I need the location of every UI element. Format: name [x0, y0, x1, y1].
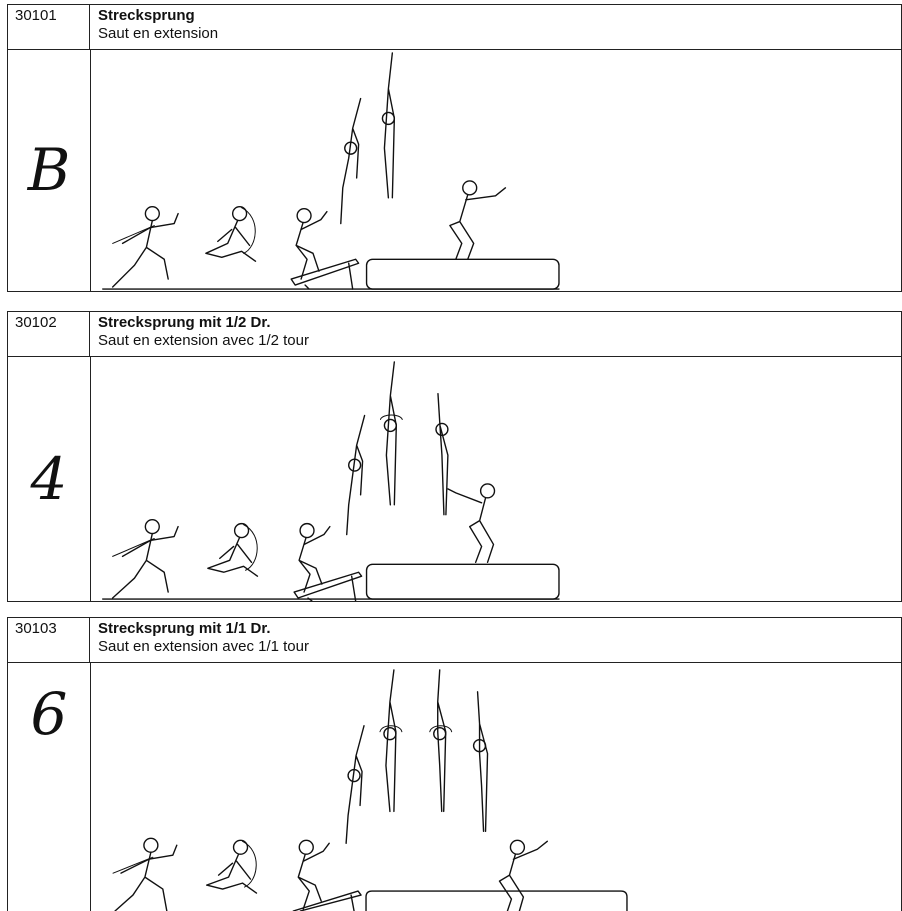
title-french: Saut en extension avec 1/1 tour: [98, 638, 309, 655]
title-german: Strecksprung mit 1/1 Dr.: [98, 620, 271, 637]
springboard: [290, 258, 360, 290]
vault-table: [365, 258, 560, 290]
exercise-titles: Strecksprung mit 1/2 Dr. Saut en extensi…: [98, 314, 309, 350]
handwritten-score: 6: [30, 680, 68, 748]
landing-figure: [498, 839, 548, 911]
exercise-illustration: [90, 356, 901, 601]
vault-sequence-drawing: [102, 52, 560, 290]
exercise-titles: Strecksprung mit 1/1 Dr. Saut en extensi…: [98, 620, 309, 656]
handwritten-score-cell: 6: [8, 662, 91, 911]
board-figure: [298, 522, 331, 593]
exercise-titles: Strecksprung Saut en extension: [98, 7, 218, 43]
exercise-code: 30102: [8, 312, 90, 356]
runner-figure: [111, 518, 179, 599]
exercise-code: 30103: [8, 618, 90, 662]
board-figure: [295, 207, 328, 280]
exercise-illustration: [90, 49, 901, 291]
tuck-figure: [205, 206, 257, 262]
flight-figure-2: [381, 52, 396, 199]
vault-table: [365, 890, 628, 911]
vault-sequence-drawing: [112, 669, 628, 911]
runner-figure: [112, 837, 178, 911]
springboard: [292, 890, 362, 911]
exercise-code: 30101: [8, 5, 90, 49]
board-figure: [297, 839, 330, 910]
handwritten-score-cell: 4: [8, 356, 91, 601]
handwritten-score: 4: [30, 444, 68, 513]
flight-figure-1: [345, 725, 365, 844]
card-header: 30103 Strecksprung mit 1/1 Dr. Saut en e…: [8, 618, 901, 663]
flight-figure-1: [346, 414, 366, 536]
exercise-card-30103: 30103 Strecksprung mit 1/1 Dr. Saut en e…: [7, 617, 902, 911]
title-french: Saut en extension avec 1/2 tour: [98, 332, 309, 349]
flight-figure-2: [379, 669, 403, 813]
vault-sequence-drawing: [102, 361, 560, 601]
landing-figure: [447, 483, 496, 564]
tuck-figure: [207, 522, 259, 577]
flight-figure-1: [340, 97, 362, 225]
tuck-figure: [205, 839, 258, 894]
vault-table: [365, 563, 560, 600]
runner-figure: [111, 206, 179, 288]
card-header: 30102 Strecksprung mit 1/2 Dr. Saut en e…: [8, 312, 901, 357]
handwritten-score-cell: B: [8, 49, 91, 291]
springboard: [293, 571, 363, 601]
title-german: Strecksprung: [98, 7, 195, 24]
title-german: Strecksprung mit 1/2 Dr.: [98, 314, 271, 331]
handwritten-score: B: [27, 136, 71, 204]
title-french: Saut en extension: [98, 25, 219, 42]
exercise-card-30101: 30101 Strecksprung Saut en extension B: [7, 4, 902, 292]
flight-figure-2: [379, 361, 403, 506]
flight-figure-3: [429, 669, 453, 813]
landing-figure: [449, 180, 507, 260]
exercise-card-30102: 30102 Strecksprung mit 1/2 Dr. Saut en e…: [7, 311, 902, 602]
exercise-illustration: [90, 662, 901, 911]
flight-figure-4: [472, 691, 489, 833]
card-header: 30101 Strecksprung Saut en extension: [8, 5, 901, 50]
flight-figure-3: [435, 392, 449, 516]
